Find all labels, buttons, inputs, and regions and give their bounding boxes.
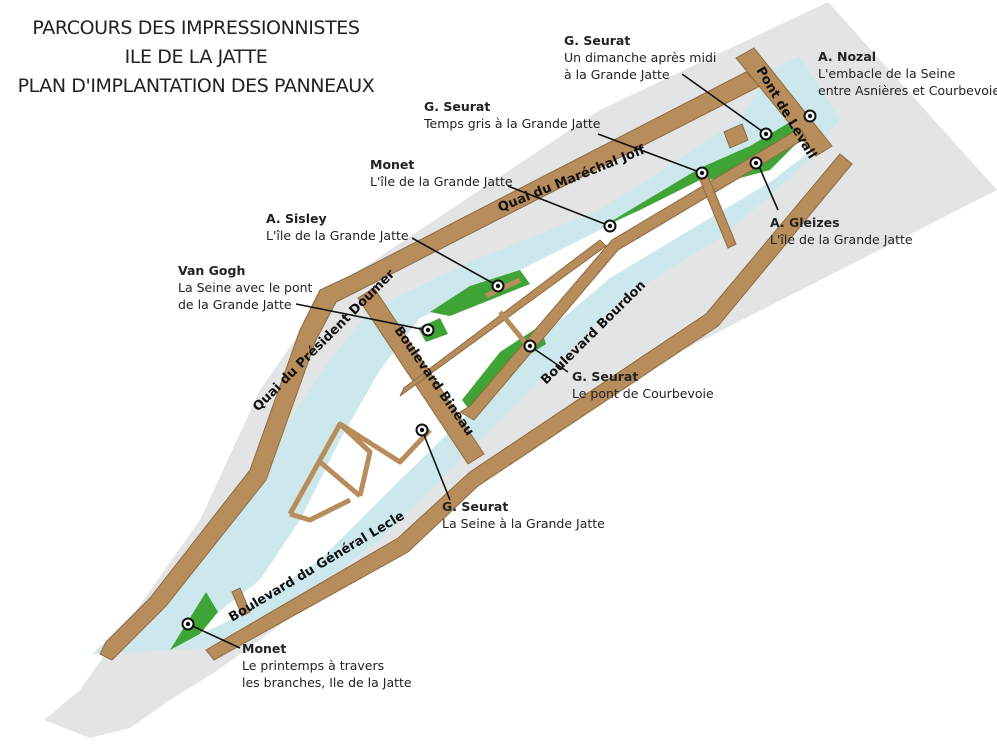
painter-name: A. Gleizes: [770, 215, 840, 230]
painting-title: L'embacle de la Seine: [818, 66, 956, 81]
painting-title: Un dimanche après midi: [564, 50, 717, 65]
painting-title: L'île de la Grande Jatte: [770, 232, 913, 247]
painter-name: G. Seurat: [424, 99, 491, 114]
label-van-gogh: Van Gogh La Seine avec le pont de la Gra…: [178, 262, 312, 313]
label-monet-printemps: Monet Le printemps à travers les branche…: [242, 640, 412, 691]
painter-name: G. Seurat: [572, 369, 639, 384]
marker-van-gogh[interactable]: [421, 323, 435, 337]
painter-name: G. Seurat: [564, 33, 631, 48]
painter-name: Monet: [370, 157, 415, 172]
painting-title: La Seine à la Grande Jatte: [442, 516, 605, 531]
label-monet-ile: Monet L'île de la Grande Jatte: [370, 156, 513, 190]
marker-monet-printemps[interactable]: [181, 617, 195, 631]
label-sisley: A. Sisley L'île de la Grande Jatte: [266, 210, 409, 244]
painting-title: Le printemps à travers: [242, 658, 385, 673]
label-seurat-dimanche: G. Seurat Un dimanche après midi à la Gr…: [564, 32, 716, 83]
title-line-2: ILE DE LA JATTE: [124, 46, 268, 68]
painting-title: L'île de la Grande Jatte: [370, 174, 513, 189]
painting-title: Le pont de Courbevoie: [572, 386, 714, 401]
leader-lines: [187, 73, 779, 649]
marker-seurat-pont[interactable]: [523, 339, 537, 353]
painter-name: A. Sisley: [266, 211, 327, 226]
marker-seurat-temps-gris[interactable]: [695, 166, 709, 180]
painting-title: Temps gris à la Grande Jatte: [424, 116, 601, 131]
painting-title: de la Grande Jatte: [178, 297, 292, 312]
marker-seurat-seine[interactable]: [415, 423, 429, 437]
painter-name: A. Nozal: [818, 49, 877, 64]
label-nozal: A. Nozal L'embacle de la Seine entre Asn…: [818, 48, 997, 99]
panel-markers: [181, 109, 817, 631]
title-line-3: PLAN D'IMPLANTATION DES PANNEAUX: [17, 75, 375, 97]
marker-nozal[interactable]: [803, 109, 817, 123]
painting-title: L'île de la Grande Jatte: [266, 228, 409, 243]
painting-title: La Seine avec le pont: [178, 280, 313, 295]
park-south-west: [170, 592, 218, 650]
ile-de-la-jatte: [172, 130, 812, 648]
map-title: PARCOURS DES IMPRESSIONNISTES ILE DE LA …: [0, 14, 392, 101]
label-seurat-pont: G. Seurat Le pont de Courbevoie: [572, 368, 714, 402]
painting-title: les branches, Ile de la Jatte: [242, 675, 412, 690]
painting-title: à la Grande Jatte: [564, 67, 670, 82]
painting-title: entre Asnières et Courbevoie: [818, 83, 997, 98]
painter-name: G. Seurat: [442, 499, 509, 514]
marker-gleizes[interactable]: [749, 156, 763, 170]
painter-name: Van Gogh: [178, 263, 246, 278]
marker-monet-ile[interactable]: [603, 219, 617, 233]
park-sisley: [430, 270, 530, 316]
marker-seurat-dimanche[interactable]: [759, 127, 773, 141]
label-seurat-seine: G. Seurat La Seine à la Grande Jatte: [442, 498, 605, 532]
label-gleizes: A. Gleizes L'île de la Grande Jatte: [770, 214, 913, 248]
marker-sisley[interactable]: [491, 279, 505, 293]
label-seurat-temps-gris: G. Seurat Temps gris à la Grande Jatte: [424, 98, 600, 132]
title-line-1: PARCOURS DES IMPRESSIONNISTES: [32, 17, 360, 39]
painter-name: Monet: [242, 641, 287, 656]
